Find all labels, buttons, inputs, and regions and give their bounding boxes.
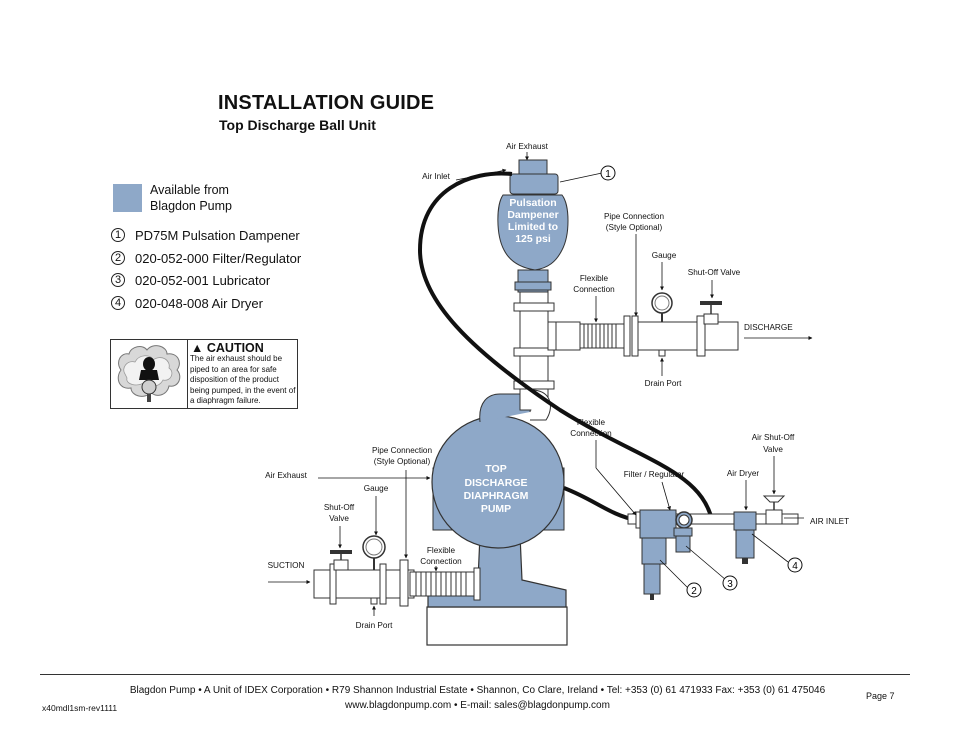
- legend-label-line1: Available from: [150, 183, 229, 197]
- part-item-2: 2 020-052-000 Filter/Regulator: [111, 249, 301, 267]
- part-text: 020-052-001 Lubricator: [135, 272, 271, 288]
- footer-web-email: www.blagdonpump.com • E-mail: sales@blag…: [345, 700, 610, 711]
- diagram-labels: Air Exhaust Air Inlet Pipe Connection (S…: [265, 142, 849, 630]
- pump-text-4: PUMP: [481, 503, 511, 515]
- part-number: 3: [111, 273, 125, 287]
- label-air-inlet-top: Air Inlet: [422, 172, 450, 181]
- discharge-line: [555, 292, 739, 357]
- page-subtitle: Top Discharge Ball Unit: [219, 117, 376, 133]
- label-drain-port-bot: Drain Port: [356, 621, 394, 630]
- pump-text-3: DIAPHRAGM: [464, 490, 529, 502]
- pulsation-dampener: Pulsation Dampener Limited to 125 psi: [497, 159, 569, 293]
- label-pipe-connection-top-2: (Style Optional): [606, 223, 663, 232]
- footer-contact: Blagdon Pump • A Unit of IDEX Corporatio…: [110, 683, 845, 713]
- part-item-1: 1 PD75M Pulsation Dampener: [111, 226, 300, 244]
- dampener-text-4: 125 psi: [515, 233, 551, 245]
- label-pipe-connection-bot-1: Pipe Connection: [372, 446, 433, 455]
- label-air-exhaust-top: Air Exhaust: [506, 142, 549, 151]
- part-number: 2: [111, 251, 125, 265]
- part-item-4: 4 020-048-008 Air Dryer: [111, 294, 263, 312]
- label-shutoff-bot-1: Shut-Off: [324, 503, 355, 512]
- legend-label-line2: Blagdon Pump: [150, 199, 233, 213]
- footer-address: Blagdon Pump • A Unit of IDEX Corporatio…: [129, 685, 826, 696]
- discharge-riser: [513, 289, 557, 421]
- part-item-3: 3 020-052-001 Lubricator: [111, 271, 270, 289]
- diaphragm-pump: TOP DISCHARGE DIAPHRAGM PUMP: [427, 393, 567, 608]
- legend-swatch: [113, 184, 142, 212]
- label-air-dryer: Air Dryer: [727, 469, 760, 478]
- suction-line: [313, 535, 481, 607]
- callout-3: 3: [727, 579, 733, 590]
- label-flexible-bot-1: Flexible: [427, 546, 456, 555]
- label-flexible-top-2: Connection: [573, 285, 615, 294]
- label-gauge-bot: Gauge: [364, 484, 389, 493]
- label-pipe-connection-bot-2: (Style Optional): [374, 457, 431, 466]
- label-flexible-mid-2: Connection: [570, 429, 612, 438]
- page-title: INSTALLATION GUIDE: [218, 92, 435, 114]
- label-drain-port-top: Drain Port: [645, 379, 683, 388]
- callout-1: 1: [605, 169, 611, 180]
- warning-triangle-icon: ▲: [191, 341, 204, 355]
- dampener-text-2: Dampener: [507, 209, 558, 221]
- part-text: 020-052-000 Filter/Regulator: [135, 250, 302, 266]
- page-number: Page 7: [866, 691, 895, 701]
- exhaust-hazard-icon: [117, 340, 188, 408]
- label-filter-regulator: Filter / Regulator: [624, 470, 685, 479]
- document-code: x40mdl1sm-rev1111: [42, 703, 118, 713]
- part-text: PD75M Pulsation Dampener: [135, 227, 300, 243]
- label-air-exhaust-left: Air Exhaust: [265, 471, 308, 480]
- caution-text: The air exhaust should be piped to an ar…: [190, 354, 296, 406]
- label-shutoff-bot-2: Valve: [329, 514, 349, 523]
- pump-stand: [426, 606, 568, 646]
- pump-text-1: TOP: [485, 463, 506, 475]
- part-text: 020-048-008 Air Dryer: [135, 295, 263, 311]
- label-flexible-top-1: Flexible: [580, 274, 609, 283]
- part-number: 1: [111, 228, 125, 242]
- label-discharge: DISCHARGE: [744, 323, 793, 332]
- air-hose-upper: [417, 171, 714, 521]
- label-air-inlet-right: AIR INLET: [810, 517, 849, 526]
- label-gauge-top: Gauge: [652, 251, 677, 260]
- caution-heading: ▲ CAUTION: [191, 341, 264, 355]
- part-number: 4: [111, 296, 125, 310]
- caution-box: ▲ CAUTION The air exhaust should be pipe…: [110, 339, 298, 409]
- dampener-text-3: Limited to: [508, 221, 558, 233]
- callout-4: 4: [792, 561, 798, 572]
- label-air-shutoff-2: Valve: [763, 445, 783, 454]
- label-pipe-connection-top-1: Pipe Connection: [604, 212, 665, 221]
- label-air-shutoff-1: Air Shut-Off: [752, 433, 795, 442]
- callout-2: 2: [691, 586, 697, 597]
- air-hose-lower: [563, 486, 637, 522]
- label-suction: SUCTION: [268, 561, 305, 570]
- pump-text-2: DISCHARGE: [464, 477, 527, 489]
- legend-label: Available from Blagdon Pump: [150, 182, 290, 214]
- label-flexible-bot-2: Connection: [420, 557, 462, 566]
- callout-markers: 1 2 3 4: [600, 165, 803, 598]
- air-inlet-line: [627, 495, 799, 600]
- footer-divider: [40, 674, 910, 675]
- label-flexible-mid-1: Flexible: [577, 418, 606, 427]
- label-shutoff-top: Shut-Off Valve: [688, 268, 741, 277]
- dampener-text-1: Pulsation: [509, 197, 556, 209]
